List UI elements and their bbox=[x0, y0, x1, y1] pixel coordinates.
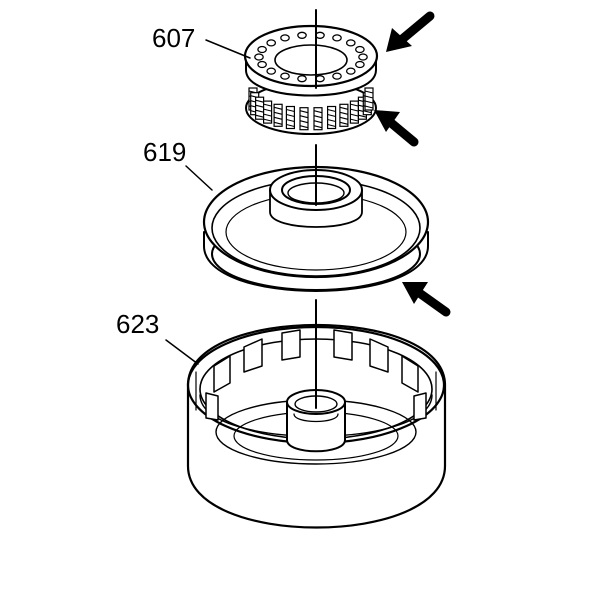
callout-619: 619 bbox=[143, 137, 213, 191]
callout-607: 607 bbox=[152, 23, 251, 59]
retainer-hole bbox=[332, 34, 342, 42]
retainer-hole bbox=[254, 53, 264, 61]
retainer-hole bbox=[315, 75, 325, 83]
retainer-hole bbox=[358, 53, 368, 61]
spring bbox=[313, 107, 323, 131]
spring bbox=[364, 87, 374, 111]
retainer-hole bbox=[257, 60, 267, 69]
housing-623 bbox=[186, 324, 447, 529]
spring bbox=[299, 107, 309, 131]
retainer-hole bbox=[266, 39, 277, 47]
callout-623: 623 bbox=[116, 309, 199, 365]
retainer-hole bbox=[315, 31, 325, 39]
spring bbox=[263, 100, 273, 124]
callout-label-619: 619 bbox=[143, 137, 186, 167]
return-springs bbox=[248, 87, 374, 131]
spring bbox=[273, 103, 283, 127]
retainer-hole bbox=[345, 39, 356, 47]
retainer-hole bbox=[280, 72, 290, 80]
retainer-hole bbox=[332, 72, 342, 80]
retainer-hole bbox=[355, 60, 365, 69]
retainer-hole bbox=[345, 67, 356, 75]
arrow-icon bbox=[374, 110, 419, 147]
spring bbox=[255, 96, 265, 120]
spring bbox=[339, 103, 349, 127]
retainer-hole bbox=[257, 45, 267, 54]
callout-label-623: 623 bbox=[116, 309, 159, 339]
retainer-holes bbox=[254, 31, 368, 83]
spring bbox=[327, 105, 337, 130]
retainer-hole bbox=[355, 45, 365, 54]
spring bbox=[285, 105, 295, 130]
retainer-hole bbox=[297, 31, 307, 39]
spring bbox=[349, 100, 359, 124]
retainer-hole bbox=[280, 34, 290, 42]
callout-label-607: 607 bbox=[152, 23, 195, 53]
spring-assembly-607 bbox=[243, 24, 379, 135]
retainer-hole bbox=[266, 67, 277, 75]
arrow-icon bbox=[386, 11, 435, 52]
arrow-icon bbox=[402, 282, 451, 317]
retainer-hole bbox=[297, 75, 307, 83]
housing-spline-lugs bbox=[205, 329, 427, 421]
